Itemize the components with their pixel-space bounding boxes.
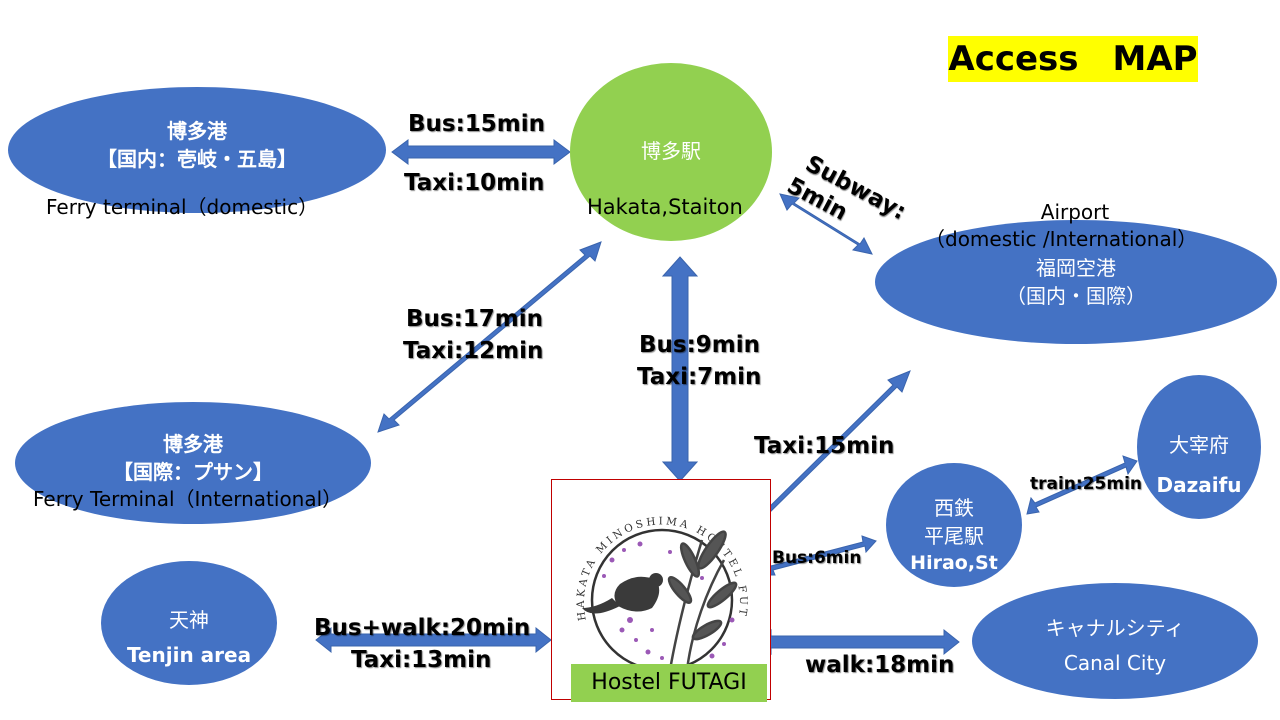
tenjin-name-ja: 天神 [169,608,209,632]
airport-line1: Airport [1040,200,1110,224]
route-station-ferry-international-line2: Taxi:12min [403,338,544,364]
canal-city-name-ja: キャナルシティ [1045,616,1185,640]
dazaifu-name-ja: 大宰府 [1169,433,1229,457]
hirao-line1: 西鉄 [934,496,974,520]
logo-dots [602,541,735,660]
hirao-line2: 平尾駅 [924,524,984,548]
airport-line3: 福岡空港 [1036,256,1116,280]
ferry-international-sub-ja: 【国際：プサン】 [113,460,273,484]
node-hakata-station: 博多駅 [570,63,772,241]
node-tenjin: 天神 Tenjin area [101,561,277,685]
hostel-box: HAKATA MINOSHIMA HOSTEL FUTAGI [546,471,771,700]
arrow-hostel-canal [755,628,960,656]
ferry-international-name-ja: 博多港 [163,432,223,456]
route-station-hostel-line2: Taxi:7min [637,364,762,390]
route-station-ferry-domestic-line2: Taxi:10min [404,170,545,196]
bamboo-icon [667,530,738,671]
airport-line4: （国内・国際） [1006,284,1146,308]
node-dazaifu: 大宰府 Dazaifu [1137,375,1261,519]
hakata-station-name-ja: 博多駅 [641,139,701,163]
route-station-ferry-domestic-line1: Bus:15min [408,111,546,137]
ferry-domestic-name-ja: 博多港 [167,119,227,143]
map-title: Access MAP [948,36,1198,82]
node-airport: 福岡空港 （国内・国際） [875,220,1277,344]
canal-city-name-en: Canal City [1063,651,1167,675]
route-station-ferry-international-line1: Bus:17min [406,306,544,332]
hakata-station-name-en: Hakata,Staiton [587,195,743,219]
hostel-name: Hostel FUTAGI [571,664,767,702]
arrow-station-airport [779,193,873,255]
arrow-station-ferry-domestic [391,139,571,165]
node-canal-city: キャナルシティ Canal City [972,583,1258,699]
route-hostel-airport-line1: Taxi:15min [754,433,895,459]
tenjin-name-en: Tenjin area [126,643,252,667]
dazaifu-name-en: Dazaifu [1156,473,1242,497]
flying-squirrel-icon [582,573,663,614]
node-ferry-international: 博多港 【国際：プサン】 [15,402,371,524]
airport-line2: （domestic /International） [925,227,1198,251]
route-hostel-canal-line1: walk:18min [805,652,955,678]
arrow-hirao-dazaifu [1026,455,1138,515]
node-ferry-domestic: 博多港 【国内：壱岐・五島】 [8,87,386,213]
route-hirao-dazaifu-line1: train:25min [1030,474,1143,494]
ferry-international-name-en: Ferry Terminal（International） [33,487,343,511]
node-nishitetsu-hirao: 西鉄 平尾駅 Hirao,St [886,463,1022,587]
route-hostel-hirao-line1: Bus:6min [772,548,862,568]
ferry-domestic-name-en: Ferry terminal（domestic） [46,195,319,219]
route-tenjin-hostel-line1: Bus+walk:20min [314,615,531,641]
route-tenjin-hostel-line2: Taxi:13min [351,647,492,673]
hirao-line3: Hirao,St [910,552,998,574]
route-station-hostel-line1: Bus:9min [639,332,761,358]
arrow-station-ferry-international [377,241,602,433]
ferry-domestic-sub-ja: 【国内：壱岐・五島】 [97,147,297,171]
